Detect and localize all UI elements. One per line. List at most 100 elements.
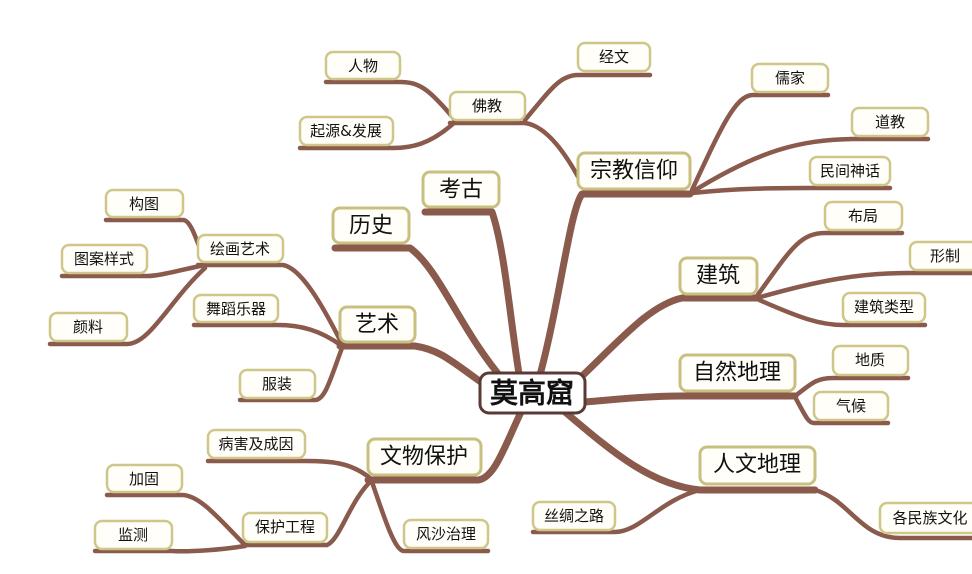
edge-buju	[754, 230, 905, 299]
node-label: 人文地理	[713, 453, 801, 478]
node-fojiao[interactable]: 佛教	[448, 90, 527, 122]
node-buju[interactable]: 布局	[823, 200, 904, 232]
node-kaogu[interactable]: 考古	[421, 170, 501, 209]
edge-tuan	[59, 262, 208, 279]
node-jianzhu[interactable]: 建筑	[678, 256, 759, 296]
edge-huihua	[195, 262, 345, 347]
node-label: 服装	[262, 375, 292, 393]
edge-leixing	[754, 296, 928, 328]
edge-dizhi	[792, 375, 911, 399]
node-label: 文物保护	[380, 445, 468, 470]
node-label: 风沙治理	[416, 525, 476, 543]
node-label: 道教	[875, 113, 905, 131]
edge-jianzhu	[576, 294, 761, 382]
node-jiagu[interactable]: 加固	[105, 463, 184, 494]
node-rujia[interactable]: 儒家	[750, 62, 830, 94]
edge-minjian	[689, 185, 893, 196]
node-dizhi[interactable]: 地质	[831, 344, 910, 377]
edge-jingwen	[522, 72, 653, 123]
node-tuan[interactable]: 图案样式	[60, 243, 149, 275]
edge-xingzhi	[754, 270, 972, 301]
edge-binghai	[205, 458, 373, 481]
node-center[interactable]: 莫高窟	[478, 371, 587, 415]
node-label: 宗教信仰	[590, 159, 678, 184]
node-renwu[interactable]: 人物	[324, 50, 402, 81]
node-label: 佛教	[472, 97, 502, 115]
node-huihua[interactable]: 绘画艺术	[196, 233, 285, 264]
node-label: 保护工程	[255, 518, 315, 536]
edge-kaogu	[421, 208, 524, 384]
node-label: 加固	[129, 470, 159, 488]
node-label: 儒家	[775, 69, 805, 87]
node-fuzhuang[interactable]: 服装	[238, 368, 317, 400]
node-leixing[interactable]: 建筑类型	[841, 291, 927, 324]
node-label: 绘画艺术	[210, 240, 270, 258]
node-label: 自然地理	[693, 361, 781, 386]
node-label: 建筑	[696, 264, 740, 289]
node-label: 人物	[348, 57, 378, 75]
node-label: 监测	[118, 526, 148, 544]
node-lishi[interactable]: 历史	[331, 206, 411, 245]
node-gongcheng[interactable]: 保护工程	[241, 511, 329, 544]
node-label: 建筑类型	[854, 298, 914, 316]
node-renwen[interactable]: 人文地理	[698, 445, 817, 486]
edges	[47, 72, 972, 554]
node-yanliao[interactable]: 颜料	[48, 311, 129, 343]
node-label: 民间神话	[820, 162, 880, 180]
node-fengsha[interactable]: 风沙治理	[402, 518, 490, 550]
node-label: 气候	[836, 397, 866, 415]
edge-qiyuan	[297, 119, 458, 151]
node-label: 舞蹈乐器	[206, 300, 266, 318]
edge-jiance	[92, 543, 248, 554]
edge-gongcheng	[240, 477, 375, 548]
node-sichou[interactable]: 丝绸之路	[531, 500, 617, 532]
edge-sichou	[530, 487, 703, 535]
edge-yishu	[336, 342, 489, 389]
node-label: 图案样式	[74, 250, 134, 268]
edge-wudao	[191, 322, 345, 349]
center-label: 莫高窟	[490, 377, 574, 410]
node-label: 考古	[439, 178, 483, 203]
edge-daojiao	[689, 136, 931, 195]
node-label: 丝绸之路	[544, 507, 604, 525]
edge-renwu	[323, 79, 458, 123]
node-wenwu[interactable]: 文物保护	[366, 437, 483, 477]
edge-lishi	[331, 244, 509, 386]
node-qihou[interactable]: 气候	[812, 390, 890, 422]
edge-qihou	[792, 394, 891, 426]
node-label: 起源&发展	[310, 122, 382, 140]
node-ziran[interactable]: 自然地理	[678, 353, 797, 393]
node-label: 病害及成因	[218, 435, 293, 453]
node-label: 布局	[848, 207, 878, 225]
node-binghai[interactable]: 病害及成因	[206, 428, 307, 460]
node-zongjiao[interactable]: 宗教信仰	[576, 151, 692, 191]
edge-wenwu	[364, 406, 526, 484]
edge-yanliao	[47, 265, 208, 347]
node-xingzhi[interactable]: 形制	[908, 240, 972, 272]
node-qiyuan[interactable]: 起源&发展	[298, 115, 395, 147]
node-label: 各民族文化	[892, 509, 967, 527]
edge-renwen	[561, 408, 819, 494]
node-jiance[interactable]: 监测	[93, 519, 174, 551]
node-goutu[interactable]: 构图	[104, 188, 185, 219]
node-label: 经文	[599, 48, 629, 66]
node-label: 构图	[129, 195, 159, 213]
node-label: 历史	[349, 214, 393, 239]
node-yishu[interactable]: 艺术	[338, 305, 417, 344]
edge-fuzhuang	[237, 345, 345, 403]
node-minzu[interactable]: 各民族文化	[878, 501, 972, 535]
node-label: 形制	[930, 247, 960, 265]
node-jingwen[interactable]: 经文	[576, 41, 652, 73]
edge-jiagu	[104, 492, 248, 548]
edge-rujia	[689, 92, 831, 193]
edge-minzu	[812, 487, 972, 541]
node-label: 颜料	[73, 318, 103, 336]
node-daojiao[interactable]: 道教	[850, 106, 930, 138]
edge-ziran	[581, 392, 799, 406]
node-label: 地质	[855, 351, 885, 369]
edge-zongjiao	[536, 190, 694, 379]
node-label: 艺术	[355, 313, 399, 338]
node-minjian[interactable]: 民间神话	[808, 155, 892, 187]
node-wudao[interactable]: 舞蹈乐器	[192, 293, 280, 324]
